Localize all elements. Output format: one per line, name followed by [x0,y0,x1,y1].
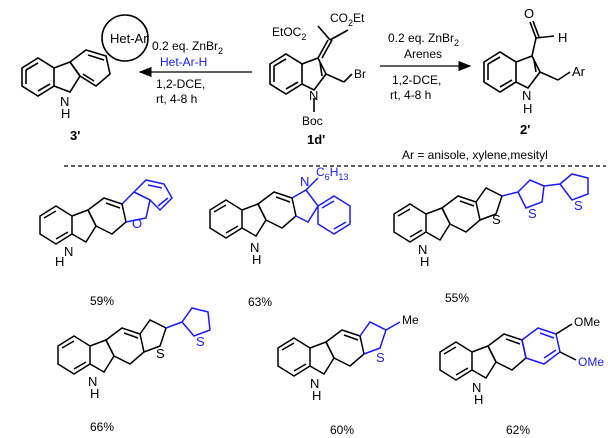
example-3-structure [393,173,589,243]
example-1-structure [39,179,173,245]
ester-left: EtOC2 [272,25,306,42]
example-4-s2: S [196,334,205,349]
product-3-structure [21,14,149,97]
example-5-yield: 60% [330,423,354,437]
compound-1d-structure [269,25,353,112]
example-2-structure [209,177,351,239]
right-arrow-solvent: 1,2-DCE, [392,73,441,87]
example-1-o: O [132,216,142,231]
right-arrow-reagent: Arenes [404,47,442,61]
example-6-ome-2: OMe [578,355,604,369]
arene-note: Ar = anisole, xylene,mesityl [402,148,548,162]
example-6-yield: 62% [506,423,530,437]
example-4-yield: 66% [90,420,114,434]
example-3-s1: S [492,212,501,227]
example-3-s3: S [574,198,583,213]
example-5-h: H [312,388,321,403]
example-3-n: N [418,242,427,257]
bromo-label: Br [354,67,366,81]
example-3-s2: S [528,206,537,221]
compound-1d-label: 1d' [307,132,325,147]
example-6-structure [439,323,577,381]
product-3-h: H [61,106,70,121]
example-2-yield: 63% [248,295,272,309]
product-2-label: 2' [520,122,530,137]
example-2-n-sub: N [300,174,309,189]
example-2-alkyl: C6H13 [316,165,348,182]
example-5-me: Me [402,313,419,327]
example-4-structure [57,307,211,375]
example-3-h: H [420,254,429,269]
example-5-n: N [310,376,319,391]
boc-label: Boc [302,114,323,128]
example-4-h: H [90,386,99,401]
example-6-n: N [472,380,481,395]
product-3-n: N [60,94,69,109]
right-arrow-catalyst: 0.2 eq. ZnBr2 [388,31,459,48]
example-2-n: N [250,240,259,255]
example-2-h: H [252,252,261,267]
example-3-yield: 55% [445,291,469,305]
example-1-n: N [64,244,73,259]
product-2-structure [483,20,571,93]
left-arrow-time: rt, 4-8 h [156,92,197,106]
example-1-yield: 59% [90,294,114,308]
product-2-n: N [522,88,531,103]
left-arrow-catalyst: 0.2 eq. ZnBr2 [152,39,223,56]
product-2-ar: Ar [572,64,586,79]
example-5-structure [277,321,401,377]
compound-1d-n: N [309,88,318,103]
right-arrow-time: rt, 4-8 h [390,88,431,102]
example-6-ome-1: OMe [574,315,600,329]
product-2-o: O [524,6,534,21]
product-3-ring-label: Het-Ar [110,31,148,46]
product-3-label: 3' [70,128,80,143]
example-5-s: S [376,350,385,365]
product-2-h: H [523,101,532,116]
product-2-cho-h: H [558,30,567,45]
example-1-h: H [55,254,64,269]
left-arrow-reagent: Het-Ar-H [160,55,207,69]
ester-right: CO2Et [330,11,365,28]
left-arrow-solvent: 1,2-DCE, [156,77,205,91]
example-4-s1: S [156,346,165,361]
example-6-h: H [474,392,483,407]
example-4-n: N [88,374,97,389]
